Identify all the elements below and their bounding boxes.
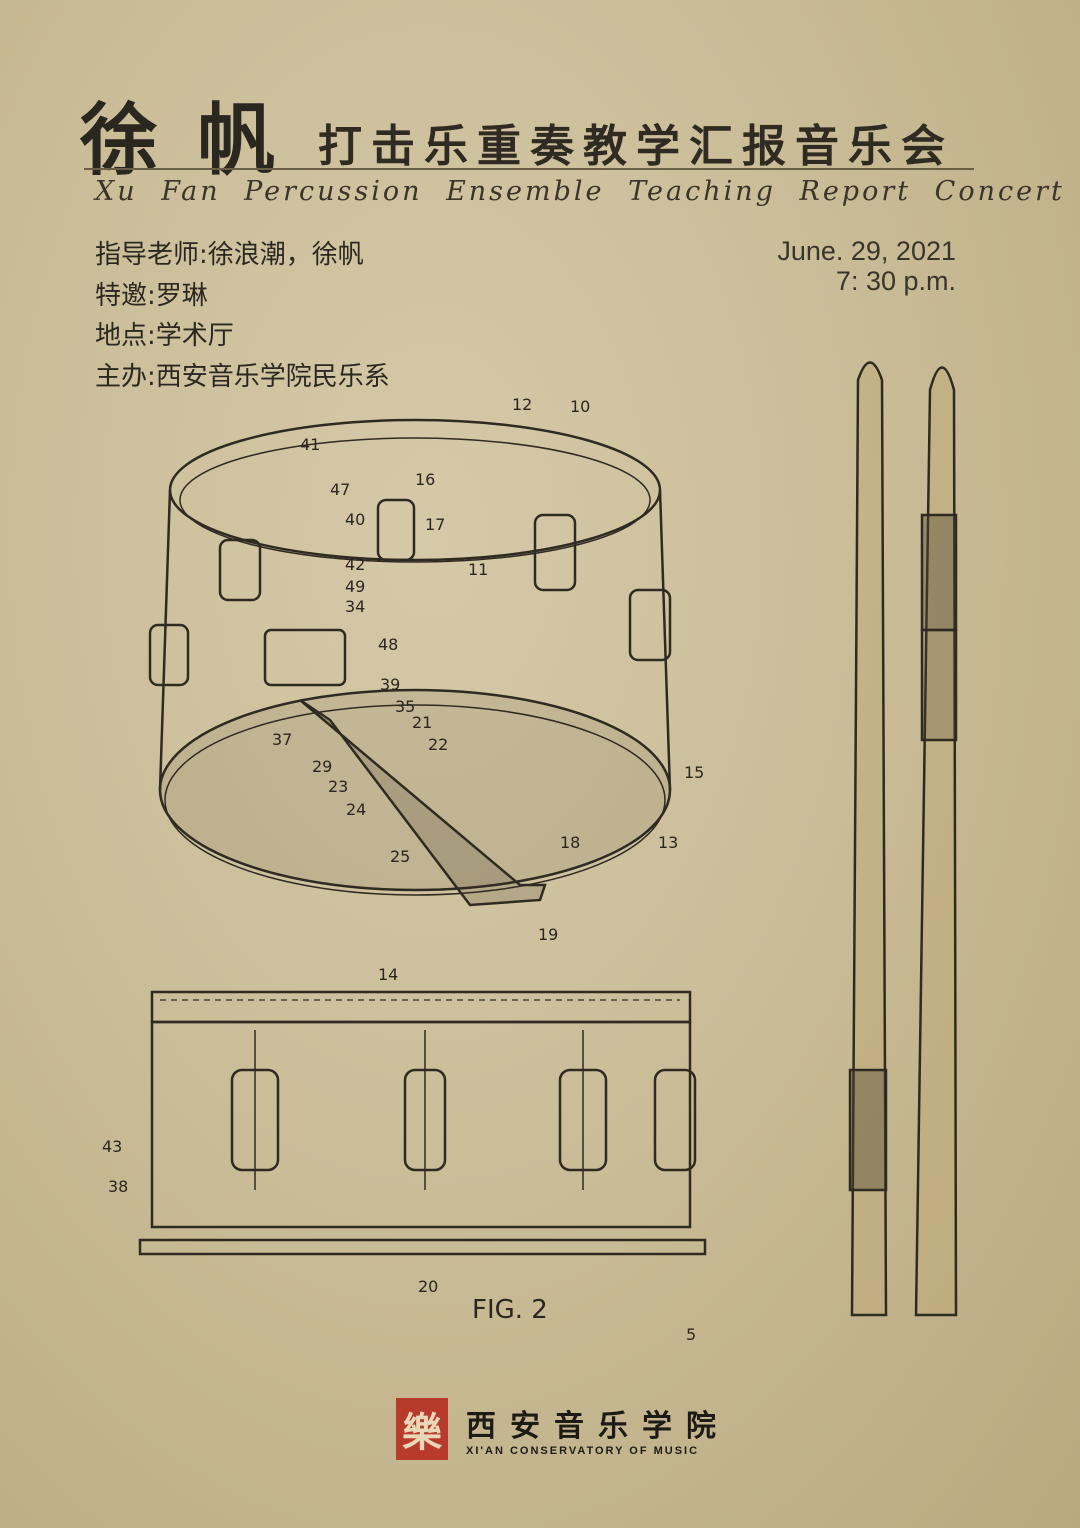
part-label: 40 (345, 510, 365, 529)
drum-perspective (148, 418, 672, 907)
drumsticks (848, 361, 958, 1317)
drum-side-elevation (138, 990, 707, 1256)
info-venue: 地点:学术厅 (95, 321, 234, 351)
event-date: June. 29, 2021 (777, 236, 956, 266)
part-label: 41 (300, 435, 320, 454)
info-teachers: 指导老师:徐浪潮，徐帆 (95, 240, 364, 270)
part-label: 16 (415, 470, 435, 489)
part-label: 20 (418, 1277, 438, 1296)
part-label: 12 (512, 395, 532, 414)
part-label: 14 (378, 965, 398, 984)
part-label: 29 (312, 757, 332, 776)
part-label: 15 (684, 763, 704, 782)
conservatory-logo: 樂 西安音乐学院 XI'AN CONSERVATORY OF MUSIC (396, 1398, 730, 1460)
info-guest: 特邀:罗琳 (95, 281, 208, 311)
info-host: 主办:西安音乐学院民乐系 (95, 362, 390, 392)
part-label: 47 (330, 480, 350, 499)
part-label: 42 (345, 555, 365, 574)
part-label: 25 (390, 847, 410, 866)
part-labels: 12 10 41 47 40 16 17 42 49 34 48 11 15 1… (102, 395, 704, 1344)
part-label: 18 (560, 833, 580, 852)
part-label: 13 (658, 833, 678, 852)
part-label: 35 (395, 697, 415, 716)
part-label: 10 (570, 397, 590, 416)
part-label: 24 (346, 800, 366, 819)
part-label: 5 (686, 1325, 696, 1344)
part-label: 11 (468, 560, 488, 579)
part-label: 23 (328, 777, 348, 796)
part-label: 49 (345, 577, 365, 596)
part-label: 19 (538, 925, 558, 944)
title-divider (84, 168, 974, 170)
part-label: 21 (412, 713, 432, 732)
title-name: 徐 帆 (80, 95, 282, 186)
part-label: 43 (102, 1137, 122, 1156)
logo-name-en: XI'AN CONSERVATORY OF MUSIC (466, 1445, 700, 1457)
figure-label: FIG. 2 (472, 1295, 548, 1325)
logo-name-cn: 西安音乐学院 (466, 1409, 730, 1444)
part-label: 37 (272, 730, 292, 749)
part-label: 48 (378, 635, 398, 654)
title-concert: 打击乐重奏教学汇报音乐会 (318, 121, 954, 172)
part-label: 17 (425, 515, 445, 534)
part-label: 38 (108, 1177, 128, 1196)
part-label: 39 (380, 675, 400, 694)
part-label: 34 (345, 597, 365, 616)
part-label: 22 (428, 735, 448, 754)
event-datetime: June. 29, 2021 7: 30 p.m. (777, 236, 956, 296)
logo-emblem: 樂 (396, 1398, 448, 1460)
title-english: Xu Fan Percussion Ensemble Teaching Repo… (95, 176, 1065, 207)
event-time: 7: 30 p.m. (835, 266, 956, 296)
